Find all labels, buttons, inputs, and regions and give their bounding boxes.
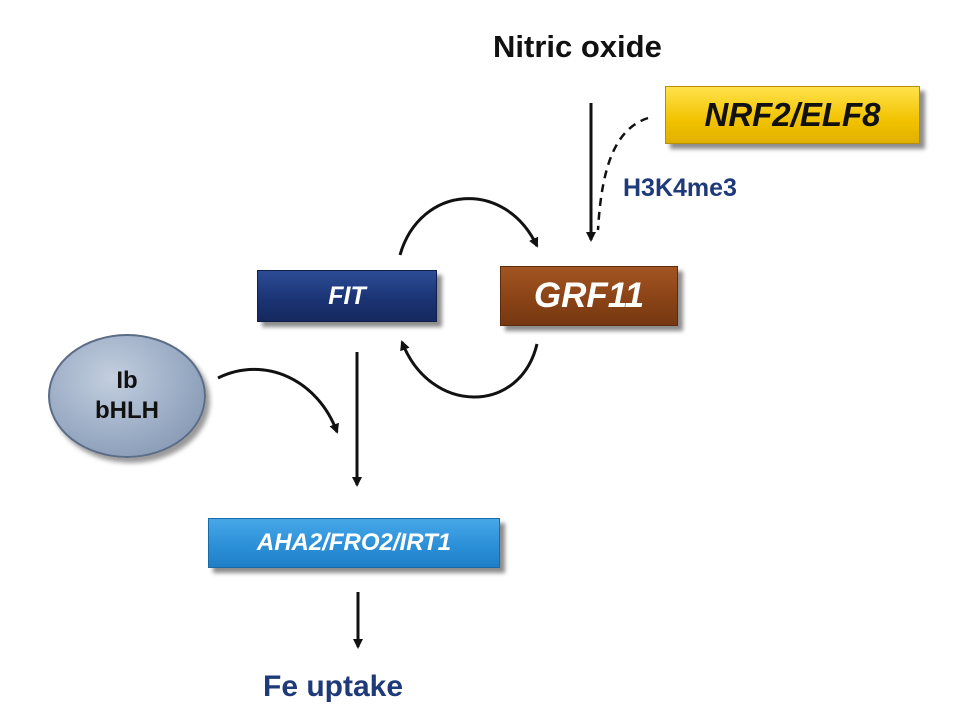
- grf11-box: GRF11: [500, 266, 678, 326]
- aha2-fro2-irt1-label: AHA2/FRO2/IRT1: [256, 529, 452, 556]
- h3k4me3-label: H3K4me3: [623, 174, 737, 202]
- fe-uptake-label: Fe uptake: [263, 670, 404, 703]
- arrow-fit-to-grf11: [398, 197, 539, 256]
- fit-box: FIT: [257, 270, 437, 322]
- arrow-grf11-to-fit: [400, 340, 539, 399]
- grf11-label: GRF11: [533, 276, 645, 315]
- dashed-arrow-nrf2-to-grf11: [596, 116, 649, 231]
- nrf2-elf8-label: NRF2/ELF8: [704, 96, 881, 133]
- ib-bhlh-label-line1: Ib: [116, 367, 138, 394]
- nitric-oxide-label: Nitric oxide: [493, 29, 662, 64]
- ib-bhlh-oval: Ib bHLH: [48, 334, 206, 458]
- fit-label: FIT: [328, 281, 366, 310]
- ib-bhlh-label-line2: bHLH: [95, 397, 159, 424]
- nrf2-elf8-box: NRF2/ELF8: [665, 86, 920, 144]
- arrow-bhlh-to-pathway: [217, 367, 339, 434]
- aha2-fro2-irt1-box: AHA2/FRO2/IRT1: [208, 518, 500, 568]
